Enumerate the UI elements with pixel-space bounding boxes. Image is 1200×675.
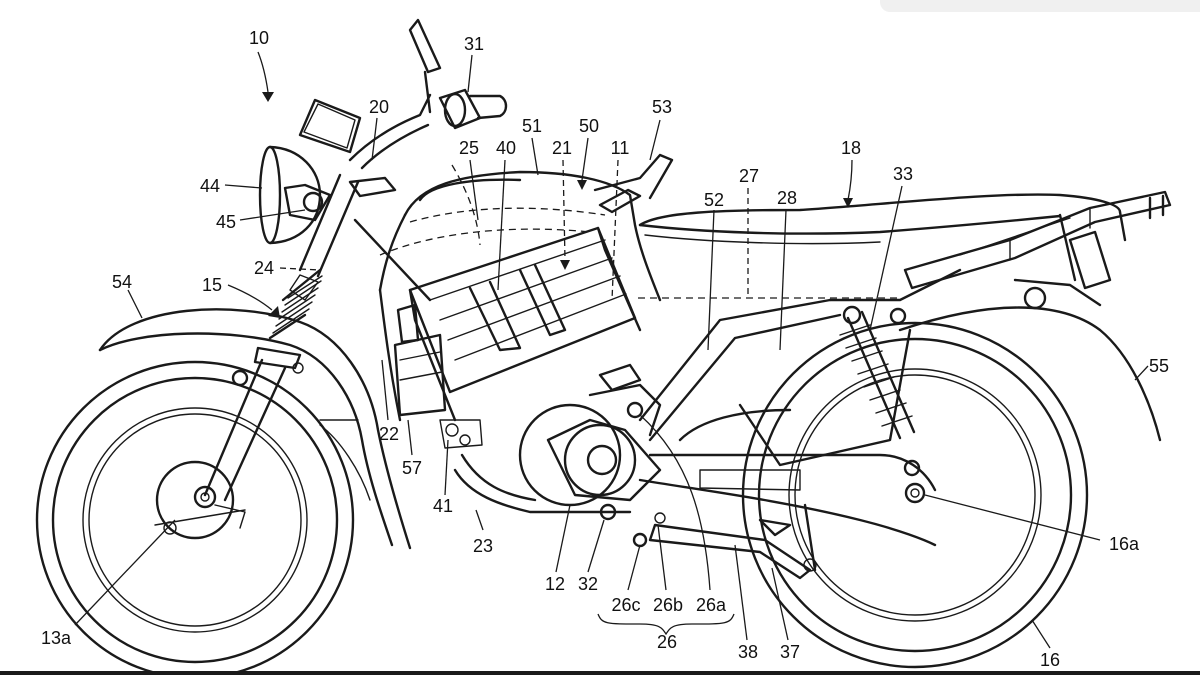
ref-label-57: 57 [401, 458, 423, 478]
ref-label-32: 32 [577, 574, 599, 594]
ref-label-18: 18 [840, 138, 862, 158]
ref-label-50: 50 [578, 116, 600, 136]
ref-label-53: 53 [651, 97, 673, 117]
handlebar [348, 18, 508, 198]
ref-label-33: 33 [892, 164, 914, 184]
fittings [319, 419, 483, 501]
ref-label-21: 21 [551, 138, 573, 158]
swing-arm [638, 453, 937, 547]
ref-label-24: 24 [253, 258, 275, 278]
ref-label-12: 12 [544, 574, 566, 594]
ref-label-27: 27 [738, 166, 760, 186]
ref-label-26a: 26a [695, 595, 727, 615]
bottom-border-line [0, 671, 1200, 675]
ref-label-20: 20 [368, 97, 390, 117]
ref-label-26c: 26c [611, 595, 641, 615]
ref-label-37: 37 [779, 642, 801, 662]
ref-label-54: 54 [111, 272, 133, 292]
rear-fender [898, 230, 1162, 442]
ref-label-40: 40 [495, 138, 517, 158]
ref-label-10: 10 [248, 28, 270, 48]
leader-lines [74, 51, 1149, 649]
ref-label-55: 55 [1148, 356, 1170, 376]
ref-label-31: 31 [463, 34, 485, 54]
ref-label-45: 45 [215, 212, 237, 232]
seat [638, 193, 1127, 245]
ref-label-11: 11 [610, 138, 630, 158]
ref-label-25: 25 [458, 138, 480, 158]
front-fork [203, 173, 360, 502]
ref-label-51: 51 [521, 116, 543, 136]
ref-label-15: 15 [201, 275, 223, 295]
motor [518, 363, 666, 548]
ref-label-28: 28 [776, 188, 798, 208]
ref-label-41: 41 [432, 496, 454, 516]
rear-rack [903, 190, 1172, 290]
ref-label-13a: 13a [40, 628, 72, 648]
frame [353, 218, 962, 514]
ref-label-26b: 26b [652, 595, 684, 615]
ref-label-26: 26 [656, 632, 678, 652]
window-corner-tab [880, 0, 1200, 12]
ref-label-52: 52 [703, 190, 725, 210]
ref-label-16: 16 [1039, 650, 1061, 670]
ref-label-22: 22 [378, 424, 400, 444]
rear-wheel [741, 321, 1089, 669]
ref-label-38: 38 [737, 642, 759, 662]
headlight [258, 98, 362, 245]
hidden-lines [379, 164, 900, 299]
ref-label-23: 23 [472, 536, 494, 556]
battery [393, 226, 642, 422]
ref-label-44: 44 [199, 176, 221, 196]
ref-label-16a: 16a [1108, 534, 1140, 554]
front-fender [98, 308, 412, 550]
front-wheel [35, 360, 355, 675]
tank-cover [378, 153, 674, 302]
side-stand [648, 503, 817, 580]
